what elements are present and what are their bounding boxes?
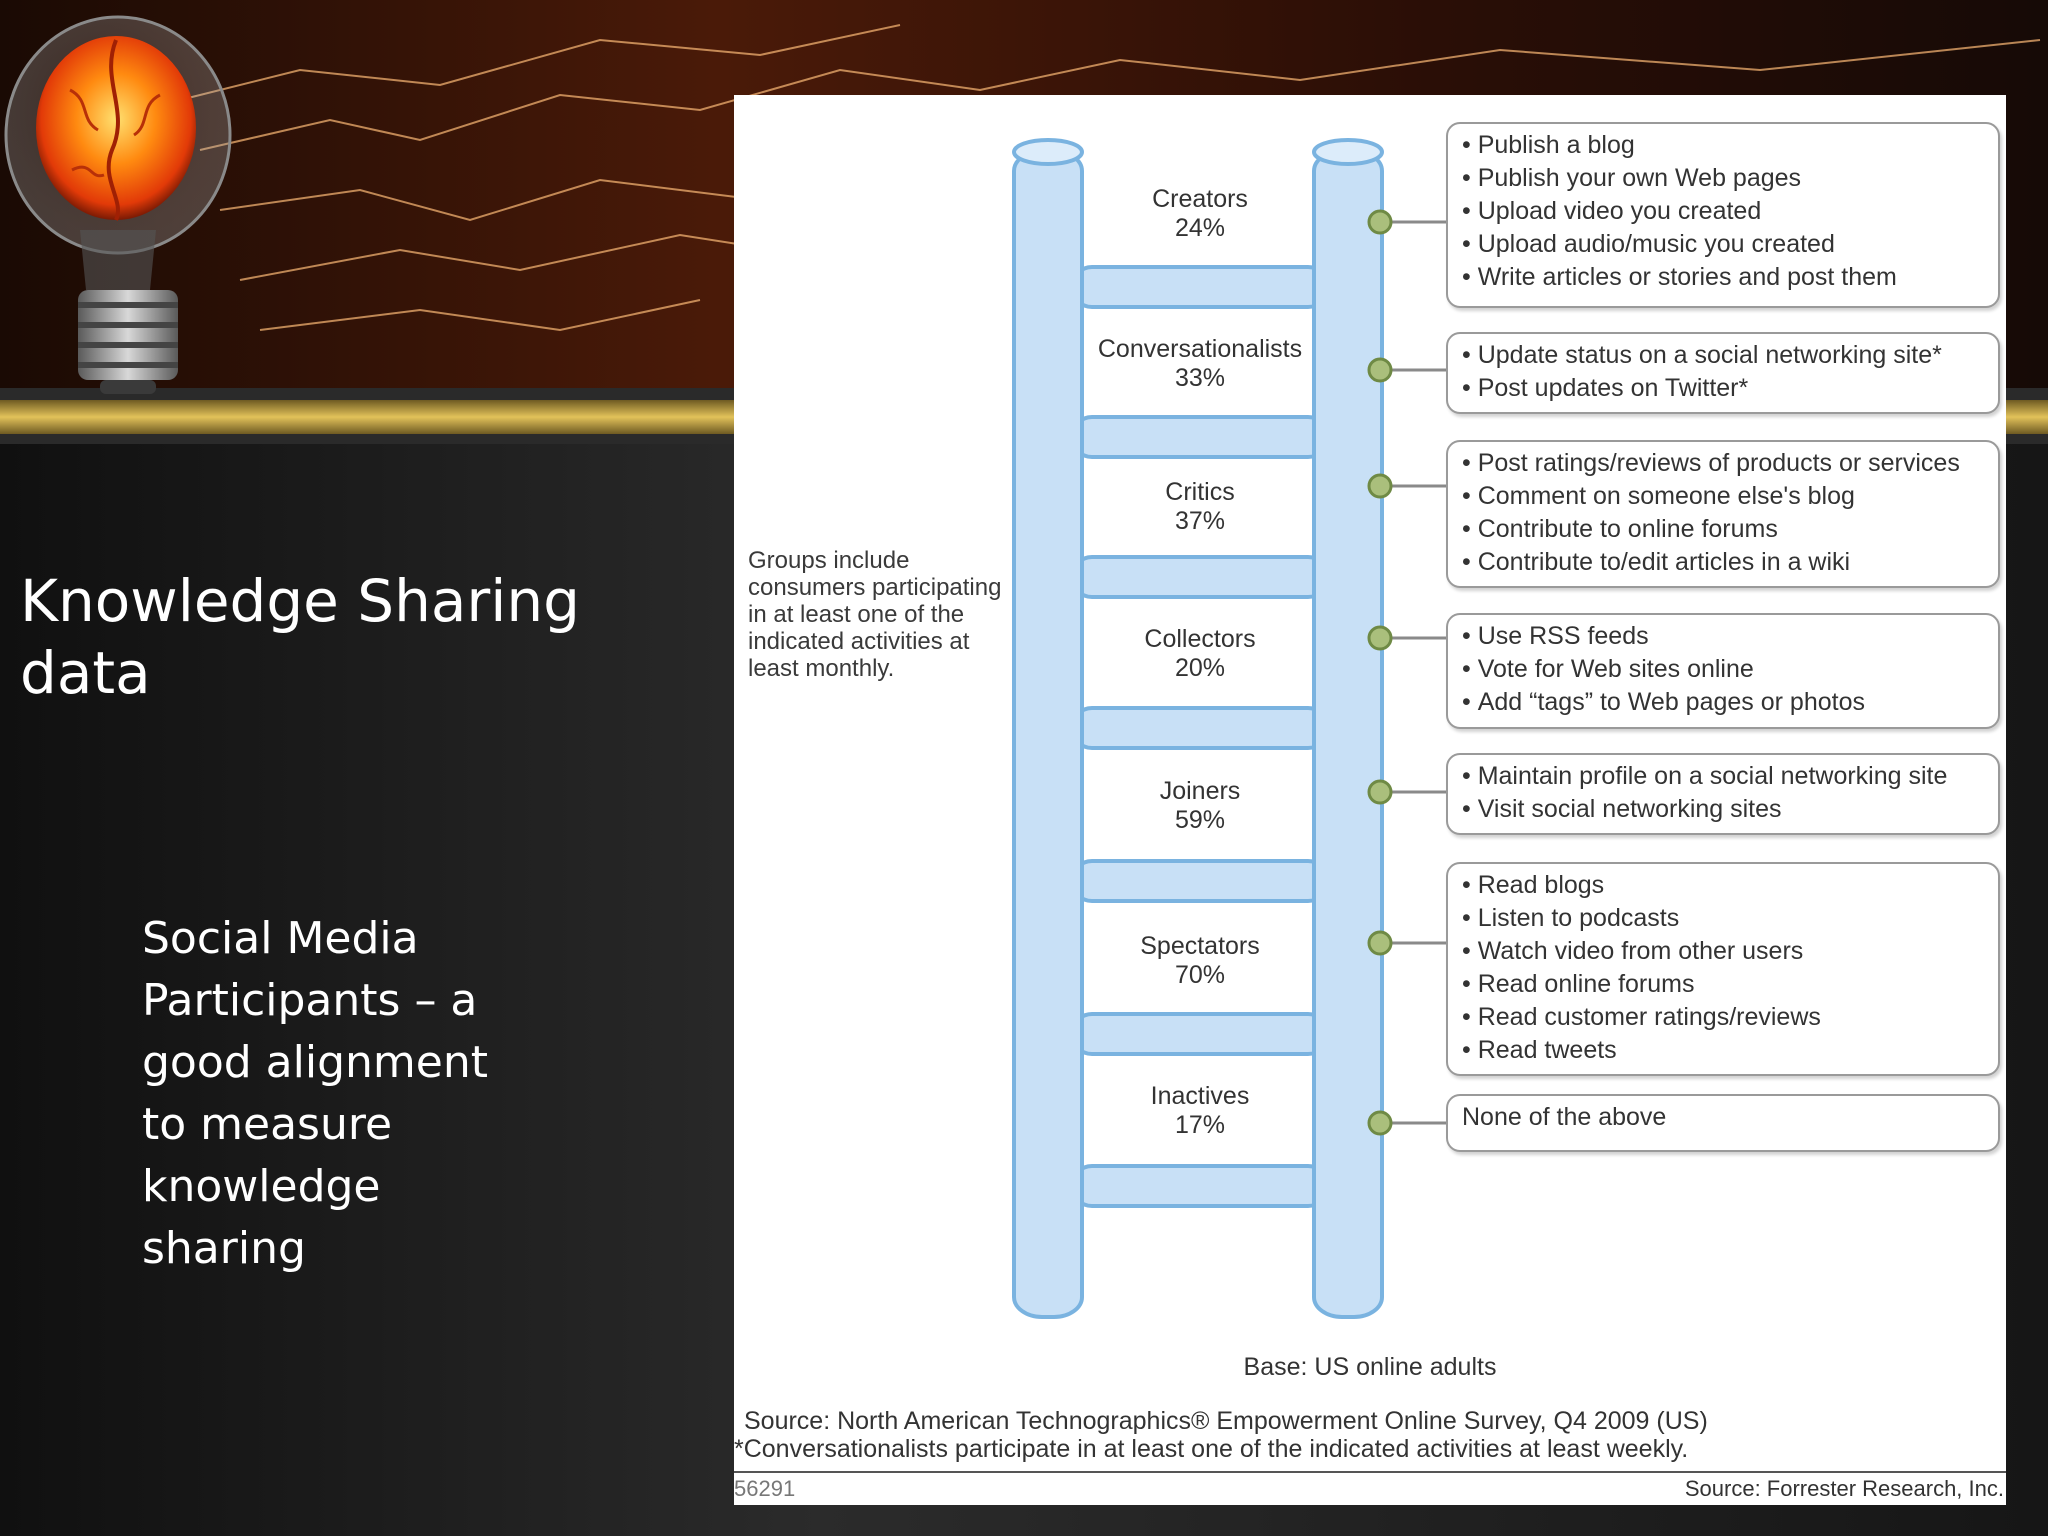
connector-dot [1367, 625, 1393, 651]
activity-item: Read blogs [1462, 869, 1984, 902]
activity-item: Upload video you created [1462, 195, 1984, 228]
rung-percent: 70% [1174, 961, 1226, 989]
ladder-left-rail [1012, 149, 1084, 1319]
activity-item: Maintain profile on a social networking … [1462, 760, 1984, 793]
connector-dot [1367, 473, 1393, 499]
activity-item: Use RSS feeds [1462, 620, 1984, 653]
ladder-rung-bar [1070, 555, 1330, 599]
activity-item: Read customer ratings/reviews [1462, 1001, 1984, 1034]
connector-dot [1367, 930, 1393, 956]
ladder-rung-bar [1070, 415, 1330, 459]
rung-percent: 37% [1174, 507, 1226, 535]
base-note: Base: US online adults [1243, 1353, 1497, 1381]
slide-subtitle: Social Media Participants – a good align… [142, 913, 488, 1274]
activity-item: Read online forums [1462, 968, 1984, 1001]
activity-item: Upload audio/music you created [1462, 228, 1984, 261]
activity-box-spectators: Read blogsListen to podcastsWatch video … [1446, 862, 2000, 1076]
groups-note: Groups include consumers participating i… [748, 547, 1002, 682]
activity-item: Contribute to online forums [1462, 513, 1984, 546]
activity-box-conversationalists: Update status on a social networking sit… [1446, 332, 2000, 414]
activity-item: Listen to podcasts [1462, 902, 1984, 935]
connector-dot [1367, 357, 1393, 383]
activity-item: Post ratings/reviews of products or serv… [1462, 447, 1984, 480]
light-bulb-icon [4, 15, 232, 394]
rung-name: Collectors [1144, 625, 1256, 653]
rung-name: Critics [1165, 478, 1235, 506]
connector-dot [1367, 209, 1393, 235]
rung-percent: 24% [1174, 214, 1226, 242]
activity-item: Add “tags” to Web pages or photos [1462, 686, 1984, 719]
activity-box-collectors: Use RSS feedsVote for Web sites onlineAd… [1446, 613, 2000, 729]
rung-name: Conversationalists [1097, 335, 1303, 363]
rung-percent: 20% [1174, 654, 1226, 682]
activity-item: Write articles or stories and post them [1462, 261, 1984, 294]
activity-item: None of the above [1462, 1103, 1667, 1131]
ladder-rung-bar [1070, 1164, 1330, 1208]
footnote-line: *Conversationalists participate in at le… [734, 1435, 1689, 1463]
rung-name: Spectators [1140, 932, 1260, 960]
figure-credit: Source: Forrester Research, Inc. [1684, 1476, 2004, 1501]
rung-name: Inactives [1150, 1082, 1250, 1110]
rung-percent: 33% [1174, 364, 1226, 392]
rung-percent: 17% [1174, 1111, 1226, 1139]
activity-item: Watch video from other users [1462, 935, 1984, 968]
activity-item: Vote for Web sites online [1462, 653, 1984, 686]
activity-item: Update status on a social networking sit… [1462, 339, 1984, 372]
activity-item: Read tweets [1462, 1034, 1984, 1067]
activity-item: Post updates on Twitter* [1462, 372, 1984, 405]
activity-item: Publish a blog [1462, 129, 1984, 162]
ladder-rung-bar [1070, 1012, 1330, 1056]
slide-title: Knowledge Sharing data [20, 567, 580, 707]
activity-item: Publish your own Web pages [1462, 162, 1984, 195]
rung-name: Creators [1152, 185, 1248, 213]
figure-id: 56291 [734, 1476, 796, 1501]
connector-dot [1367, 779, 1393, 805]
ladder-rung-bar [1070, 859, 1330, 903]
footer-divider [734, 1471, 2006, 1473]
connector-dot [1367, 1110, 1393, 1136]
activity-item: Visit social networking sites [1462, 793, 1984, 826]
social-technographics-ladder-figure: Groups include consumers participating i… [734, 95, 2006, 1505]
activity-box-joiners: Maintain profile on a social networking … [1446, 753, 2000, 835]
activity-box-creators: Publish a blogPublish your own Web pages… [1446, 122, 2000, 308]
right-rail-top [1312, 138, 1384, 166]
activity-item: Contribute to/edit articles in a wiki [1462, 546, 1984, 579]
activity-item: Comment on someone else's blog [1462, 480, 1984, 513]
ladder-graphic [1012, 138, 1446, 1319]
rung-percent: 59% [1174, 806, 1226, 834]
rung-name: Joiners [1159, 777, 1241, 805]
activity-box-inactives: None of the above [1446, 1094, 2000, 1152]
left-rail-top [1012, 138, 1084, 166]
activity-box-critics: Post ratings/reviews of products or serv… [1446, 440, 2000, 588]
ladder-rung-bar [1070, 706, 1330, 750]
ladder-right-rail [1312, 149, 1384, 1319]
source-line: Source: North American Technographics® E… [744, 1407, 1708, 1435]
ladder-rung-bar [1070, 265, 1330, 309]
